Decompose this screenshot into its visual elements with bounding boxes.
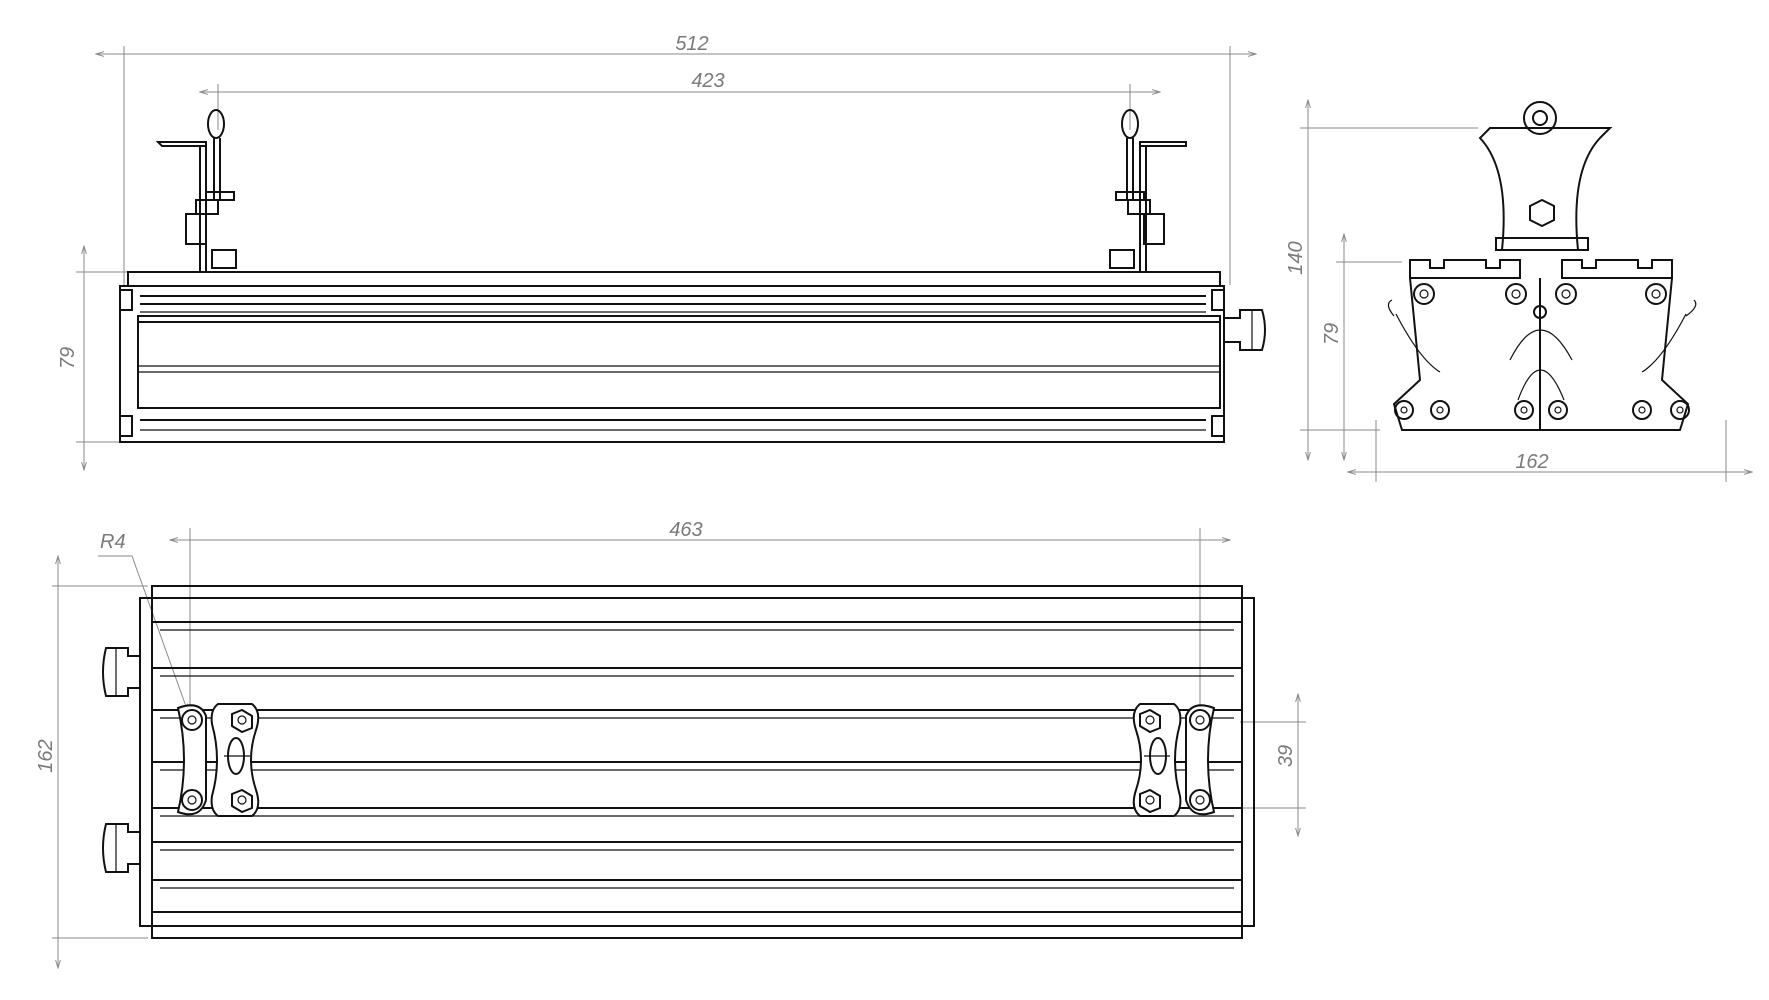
side-left-hanger bbox=[155, 109, 237, 273]
dim-top-width: 162 bbox=[35, 556, 148, 968]
top-right-bracket bbox=[1132, 703, 1216, 817]
dim-mount-spacing-top: 463 bbox=[170, 519, 1230, 710]
dim-radius: R4 bbox=[98, 531, 188, 712]
dim-text-140: 140 bbox=[1285, 241, 1307, 274]
dim-profile-width: 162 bbox=[1348, 420, 1752, 482]
dim-text-512: 512 bbox=[675, 33, 708, 55]
top-left-bracket bbox=[176, 703, 260, 817]
end-view-bolts bbox=[1394, 283, 1690, 420]
dim-mount-spacing: 423 bbox=[200, 70, 1160, 130]
dim-text-r4: R4 bbox=[100, 531, 126, 553]
dim-total-height: 140 bbox=[1285, 100, 1478, 460]
side-view: 512 423 79 bbox=[57, 33, 1266, 470]
dim-text-39: 39 bbox=[1275, 745, 1297, 767]
end-view: 140 79 162 bbox=[1285, 100, 1752, 482]
top-view-grooves bbox=[152, 597, 1242, 927]
dim-overall-length: 512 bbox=[96, 33, 1256, 285]
top-view: 463 R4 162 39 bbox=[35, 519, 1306, 968]
dim-text-162-end: 162 bbox=[1515, 451, 1548, 473]
dim-side-height: 79 bbox=[57, 246, 130, 470]
dim-text-79-end: 79 bbox=[1321, 323, 1343, 345]
side-right-hanger bbox=[1109, 109, 1187, 273]
dim-text-79-side: 79 bbox=[57, 347, 79, 369]
dim-profile-height: 79 bbox=[1321, 234, 1402, 460]
dim-text-162-top: 162 bbox=[35, 739, 57, 772]
dim-text-423: 423 bbox=[691, 70, 724, 92]
dim-bracket-width: 39 bbox=[1240, 694, 1306, 836]
dim-text-463: 463 bbox=[669, 519, 702, 541]
